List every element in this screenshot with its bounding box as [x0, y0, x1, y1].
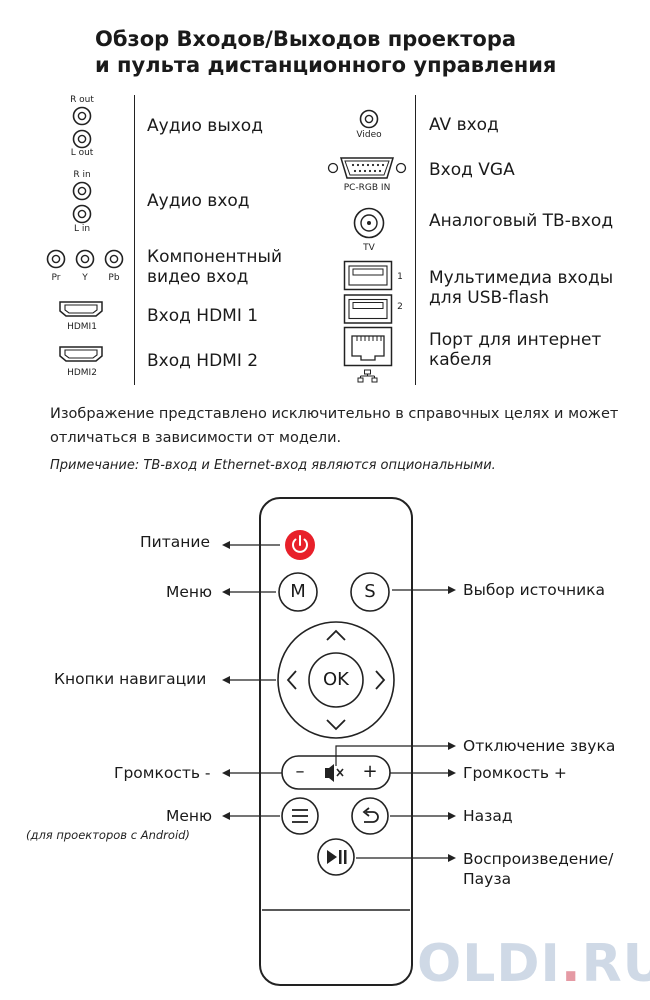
- label-r-in: R in: [73, 170, 91, 180]
- usb-port-icon: [343, 260, 393, 324]
- ok-button[interactable]: [308, 652, 364, 708]
- label-l-in: L in: [73, 224, 91, 234]
- divider-right: [415, 95, 416, 385]
- label-menu: Меню: [166, 583, 213, 601]
- label-pb: Pb: [108, 273, 120, 283]
- label-video: Video: [356, 130, 382, 140]
- title-line-1: Обзор Входов/Выходов проектора: [95, 27, 517, 51]
- port-desc-hdmi2: Вход HDMI 2: [147, 351, 259, 371]
- nav-left-icon[interactable]: [286, 670, 297, 690]
- disclaimer-text: Изображение представлено исключительно в…: [50, 406, 619, 446]
- btn-plus-label: +: [362, 761, 378, 782]
- nav-up-icon[interactable]: [326, 629, 346, 641]
- label-r-out: R out: [70, 95, 94, 105]
- rca-pair-icon: [72, 106, 92, 149]
- coax-port-icon: [353, 207, 385, 239]
- btn-minus-label: –: [295, 761, 305, 782]
- nav-right-icon[interactable]: [375, 670, 386, 690]
- label-l-out: L out: [70, 148, 94, 158]
- mute-icon[interactable]: [325, 764, 344, 782]
- btn-ok-label: OK: [323, 669, 349, 690]
- btn-m-label: M: [290, 581, 306, 602]
- label-mute: Отключение звука: [463, 737, 616, 755]
- back-icon: [364, 811, 379, 823]
- rca-icon: [359, 109, 379, 129]
- ethernet-port-icon: [343, 326, 393, 383]
- rca-pair-icon: [72, 181, 92, 224]
- label-menu-android-note: (для проекторов с Android): [26, 828, 190, 842]
- label-usb-2: 2: [397, 302, 403, 312]
- label-usb-1: 1: [397, 272, 403, 282]
- divider-left: [134, 95, 135, 385]
- title-line-2: и пульта дистанционного управления: [95, 53, 557, 77]
- menu-m-button[interactable]: [278, 572, 318, 612]
- back-button[interactable]: [351, 797, 389, 835]
- hdmi-port-icon: [59, 346, 103, 362]
- port-desc-audio-out: Аудио выход: [147, 116, 263, 136]
- label-vol-up: Громкость +: [463, 764, 567, 782]
- watermark-logo: OLDI.RU: [417, 934, 650, 994]
- label-pc-rgb-in: PC-RGB IN: [343, 183, 391, 193]
- label-y: Y: [82, 273, 88, 283]
- port-desc-usb: Мультимедиа входы для USB-flash: [429, 268, 614, 308]
- port-desc-audio-in: Аудио вход: [147, 191, 250, 211]
- port-desc-tv: Аналоговый ТВ-вход: [429, 211, 614, 231]
- optional-note: Примечание: ТВ-вход и Ethernet-вход явля…: [50, 458, 496, 473]
- label-play-pause: Воспроизведение/ Пауза: [463, 850, 614, 888]
- btn-s-label: S: [364, 581, 376, 602]
- label-navigation: Кнопки навигации: [54, 670, 207, 688]
- port-desc-hdmi1: Вход HDMI 1: [147, 306, 259, 326]
- label-hdmi2: HDMI2: [67, 368, 97, 378]
- port-desc-av: AV вход: [429, 115, 499, 135]
- play-pause-icon: [327, 850, 347, 864]
- label-vol-down: Громкость -: [114, 764, 211, 782]
- nav-down-icon[interactable]: [326, 719, 346, 731]
- label-menu-android: Меню: [166, 807, 213, 825]
- callout-arrows: [222, 541, 456, 862]
- label-power: Питание: [140, 533, 210, 551]
- port-desc-component: Компонентный видео вход: [147, 247, 282, 287]
- label-back: Назад: [463, 807, 513, 825]
- port-desc-ethernet: Порт для интернет кабеля: [429, 330, 602, 370]
- rca-triple-icon: [46, 249, 124, 269]
- hamburger-icon: [292, 809, 308, 823]
- vga-port-icon: [327, 157, 407, 179]
- hdmi-port-icon: [59, 301, 103, 317]
- label-pr: Pr: [51, 273, 61, 283]
- label-source: Выбор источника: [463, 581, 606, 599]
- label-hdmi1: HDMI1: [67, 322, 97, 332]
- source-s-button[interactable]: [350, 572, 390, 612]
- port-desc-vga: Вход VGA: [429, 160, 515, 180]
- label-tv: TV: [363, 243, 375, 253]
- power-icon: [292, 538, 308, 553]
- page-title: Обзор Входов/Выходов проектора и пульта …: [95, 26, 556, 78]
